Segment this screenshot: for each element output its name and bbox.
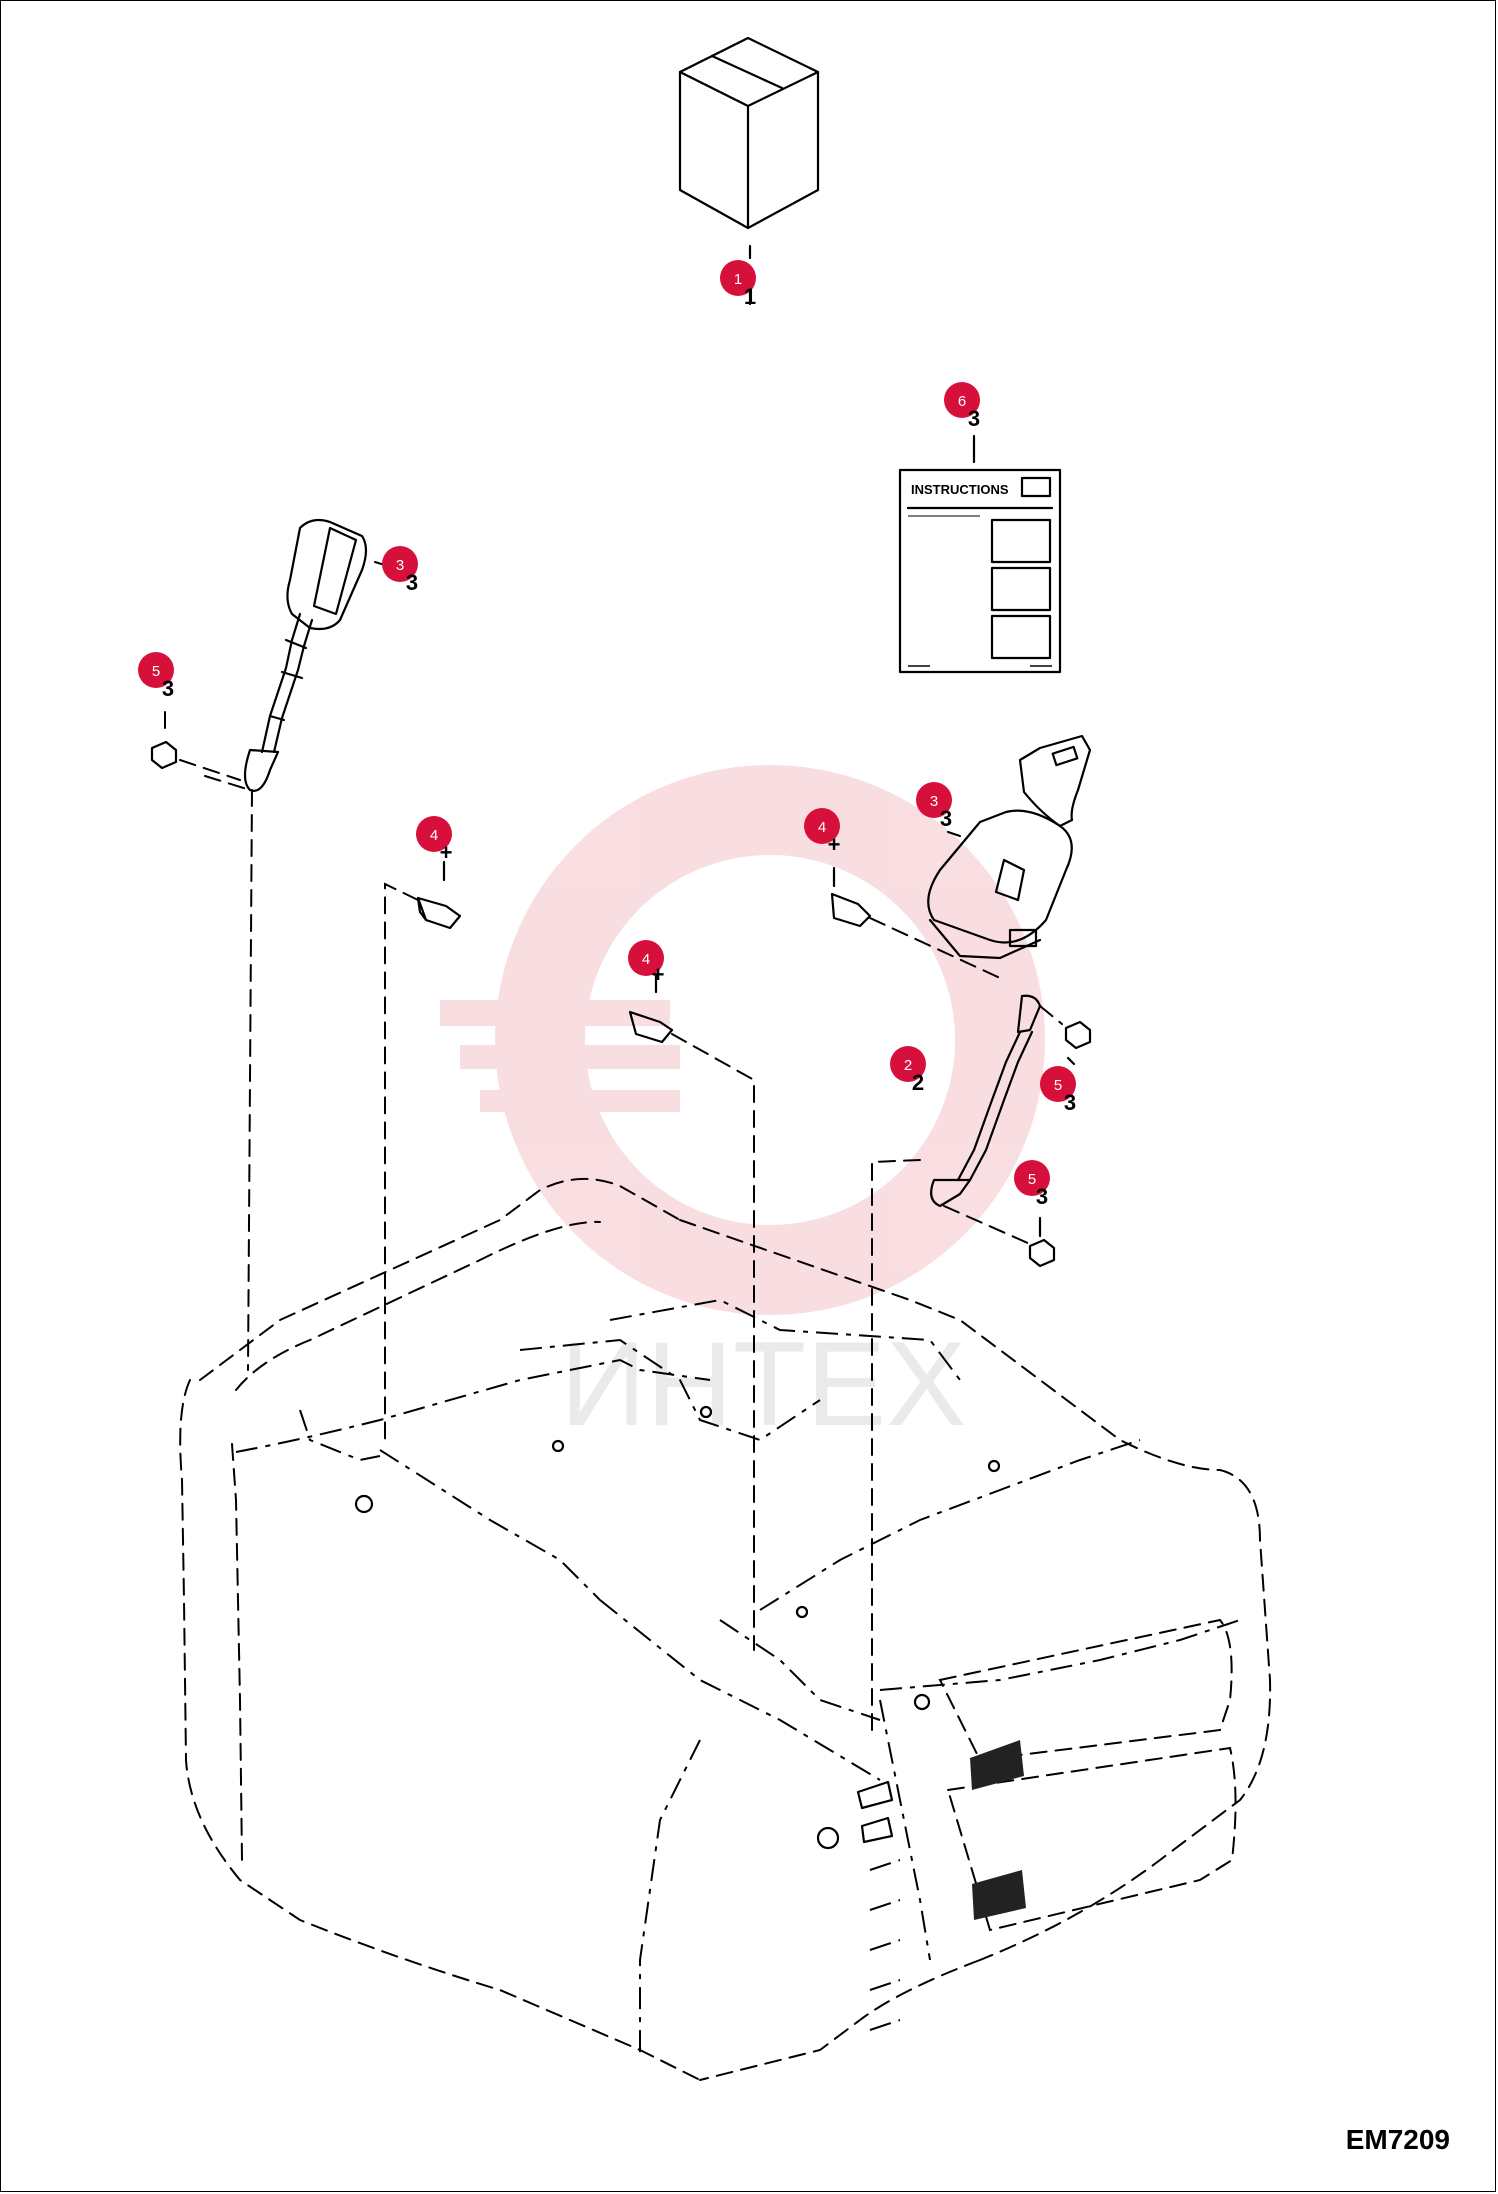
- part-bolt-left: [384, 860, 462, 1441]
- callout-5-right-lower: 5 3: [1014, 1160, 1050, 1209]
- svg-text:3: 3: [396, 557, 404, 574]
- part-bolt-center: [628, 974, 755, 1651]
- part-strap: [929, 994, 1063, 1208]
- svg-text:2: 2: [904, 1057, 912, 1074]
- svg-text:5: 5: [1054, 1077, 1062, 1094]
- svg-text:+: +: [440, 840, 453, 865]
- svg-text:+: +: [828, 832, 841, 857]
- callout-2: 2 2: [890, 1046, 926, 1095]
- callout-6: 6 3: [944, 382, 980, 431]
- callout-4-center: 4 +: [628, 940, 664, 987]
- callout-5-right-upper: 5 3: [1040, 1066, 1076, 1115]
- part-nut-left: [150, 740, 253, 1371]
- part-bolt-right: [830, 866, 1001, 979]
- watermark-text: ИНТЕХ: [560, 1317, 966, 1451]
- svg-text:+: +: [652, 962, 665, 987]
- part-nut-right-upper: [1064, 1020, 1092, 1066]
- svg-text:4: 4: [430, 827, 438, 844]
- svg-text:2: 2: [912, 1070, 924, 1095]
- machine-body: [179, 1177, 1272, 2081]
- callout-5-left: 5 3: [138, 652, 174, 701]
- watermark-gear-icon: [440, 765, 1045, 1315]
- svg-text:5: 5: [1028, 1171, 1036, 1188]
- svg-text:3: 3: [162, 676, 174, 701]
- document-code: EM7209: [1345, 2124, 1450, 2155]
- svg-text:5: 5: [152, 663, 160, 680]
- svg-text:3: 3: [1064, 1090, 1076, 1115]
- svg-text:1: 1: [744, 284, 756, 309]
- part-instructions-sheet: INSTRUCTIONS: [898, 434, 1062, 674]
- svg-text:1: 1: [734, 271, 742, 288]
- part-seatbelt-latch-right: [927, 734, 1092, 960]
- callout-4-left: 4 +: [416, 816, 452, 865]
- svg-text:4: 4: [818, 819, 826, 836]
- svg-text:3: 3: [968, 406, 980, 431]
- watermark: ИНТЕХ: [440, 765, 1045, 1451]
- svg-text:3: 3: [406, 570, 418, 595]
- callout-1: 1 1: [720, 260, 756, 309]
- part-box: [678, 36, 820, 306]
- svg-text:3: 3: [940, 806, 952, 831]
- svg-text:4: 4: [642, 951, 650, 968]
- callout-3-right: 3 3: [916, 782, 952, 831]
- part-nut-right-lower: [871, 1159, 1056, 1731]
- callout-4-right: 4 +: [804, 808, 840, 857]
- callout-3-left: 3 3: [382, 546, 418, 595]
- svg-text:3: 3: [930, 793, 938, 810]
- part-seatbelt-buckle-left: [164, 518, 389, 792]
- callouts: 1 1 6 3 3 3 5 3 4 + 3 3 4: [138, 260, 1076, 1209]
- svg-text:3: 3: [1036, 1184, 1048, 1209]
- svg-text:6: 6: [958, 393, 966, 410]
- instructions-title: INSTRUCTIONS: [911, 482, 1009, 497]
